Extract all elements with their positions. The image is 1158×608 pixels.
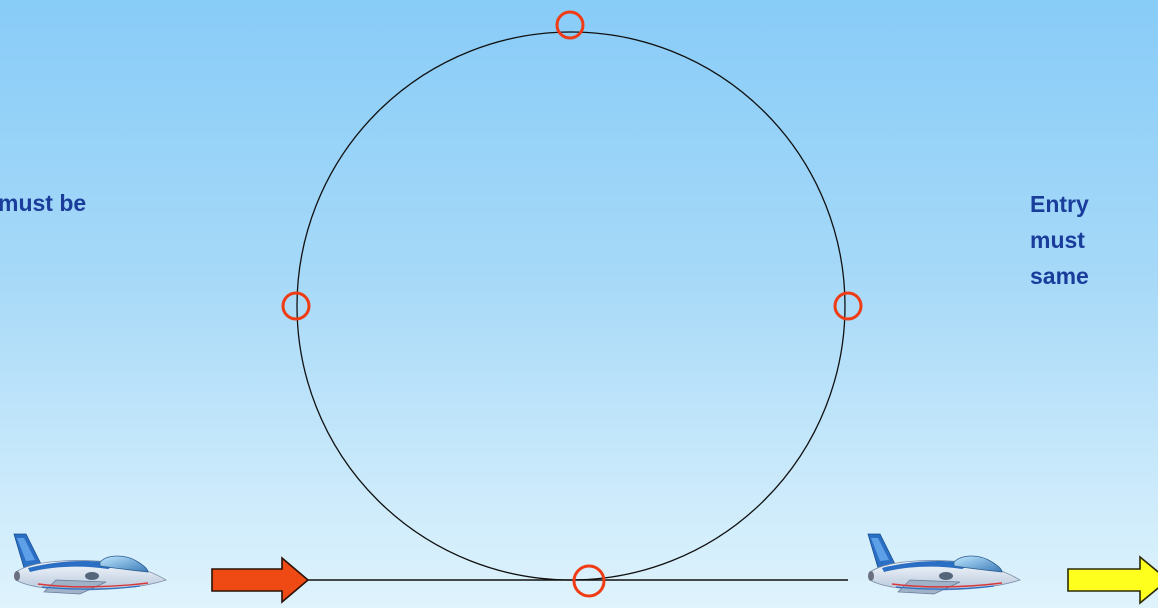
checkpoint-top bbox=[555, 10, 585, 40]
exit-arrow-icon bbox=[1067, 555, 1158, 605]
loop-circle bbox=[296, 31, 846, 581]
right-note-text: Entry must same bbox=[1030, 191, 1089, 289]
entry-jet-aircraft-icon bbox=[13, 533, 167, 595]
checkpoint-left bbox=[281, 291, 311, 321]
entry-arrow-icon bbox=[211, 556, 310, 604]
exit-jet-aircraft-icon bbox=[867, 533, 1021, 595]
checkpoint-right bbox=[833, 291, 863, 321]
left-note-text: must be bbox=[0, 190, 87, 216]
checkpoint-bottom bbox=[572, 564, 606, 598]
